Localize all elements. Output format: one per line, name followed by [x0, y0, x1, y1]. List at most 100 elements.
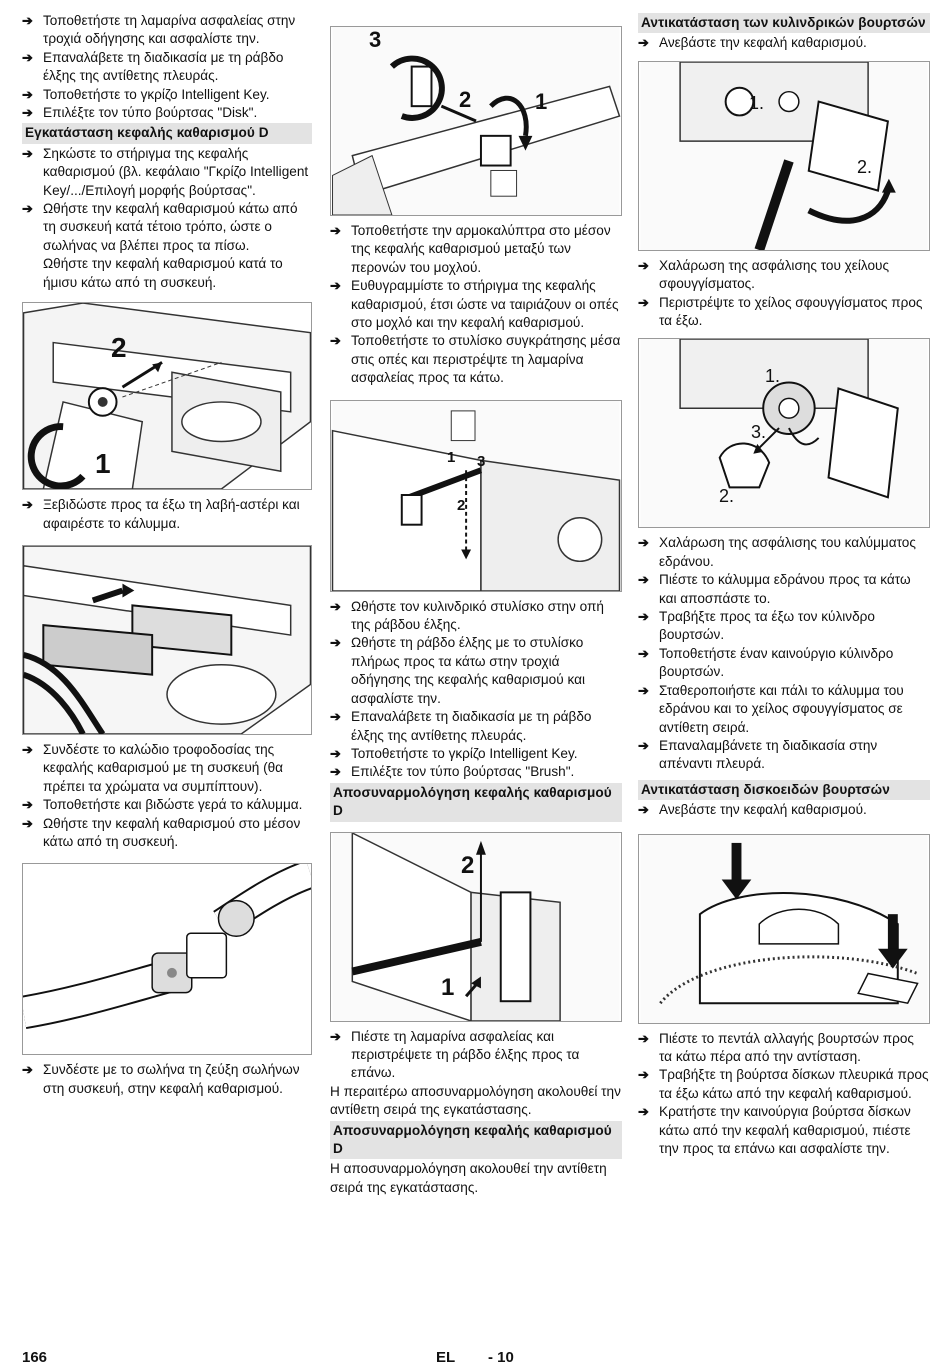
lever-seal-illustration [332, 27, 621, 215]
figure-label: 3 [369, 27, 382, 52]
figure-label: 1 [535, 89, 548, 114]
step-item: ➔Πιέστε το πεντάλ αλλαγής βουρτσών προς … [638, 1030, 930, 1067]
step-arrow-icon: ➔ [330, 223, 341, 238]
step-text: Ωθήστε την κεφαλή καθαρισμού στο μέσον κ… [43, 815, 301, 849]
step-continuation: Ωθήστε την κεφαλή καθαρισμού κατά το ήμι… [43, 256, 283, 290]
step-text: Τοποθετήστε και βιδώστε γερά το κάλυμμα. [43, 797, 303, 813]
step-item: ➔ Τοποθετήστε το γκρίζο Intelligent Key. [22, 86, 312, 104]
step-arrow-icon: ➔ [330, 333, 341, 349]
step-item: ➔Ωθήστε την κεφαλή καθαρισμού κάτω από τ… [22, 200, 312, 255]
step-arrow-icon: ➔ [330, 709, 341, 725]
step-text: Τοποθετήστε το γκρίζο Intelligent Key. [351, 745, 578, 761]
step-text: Τοποθετήστε την αρμοκαλύπτρα στο μέσον τ… [351, 223, 611, 275]
step-text: Ωθήστε την κεφαλή καθαρισμού κάτω από τη… [43, 201, 298, 253]
figure-label: 2. [857, 156, 873, 177]
step-arrow-icon: ➔ [22, 741, 33, 757]
section-heading: Αντικατάσταση των κυλινδρικών βουρτσών [638, 13, 930, 34]
step-item: ➔Ωθήστε τη ράβδο έλξης με το στυλίσκο πλ… [330, 634, 622, 708]
step-item: ➔Επιλέξτε τον τύπο βούρτσας "Brush". [330, 763, 622, 781]
step-item: ➔Σηκώστε το στήριγμα της κεφαλής καθαρισ… [22, 145, 312, 200]
step-arrow-icon: ➔ [638, 1067, 649, 1083]
column-1: ➔ Τοποθετήστε τη λαμαρίνα ασφαλείας στην … [22, 12, 312, 1098]
figure-lever-seal: 3 2 1 [330, 26, 622, 216]
step-list: ➔ Τοποθετήστε τη λαμαρίνα ασφαλείας στην … [22, 12, 312, 122]
step-list: ➔ Ανεβάστε την κεφαλή καθαρισμού. [638, 801, 930, 819]
page-number: 166 [22, 1349, 48, 1366]
step-text: Ευθυγραμμίστε το στήριγμα της κεφαλής κα… [351, 278, 619, 331]
step-item: ➔ Ανεβάστε την κεφαλή καθαρισμού. [638, 801, 930, 819]
step-text: Τοποθετήστε τη λαμαρίνα ασφαλείας στην τ… [43, 13, 296, 47]
figure-drawbar: 1 3 2 [330, 399, 622, 592]
squeegee-lip-illustration [640, 61, 928, 250]
step-arrow-icon: ➔ [22, 497, 33, 513]
figure-label: 1. [749, 92, 765, 113]
section-heading: Αντικατάσταση δισκοειδών βουρτσών [638, 779, 930, 801]
step-text: Χαλάρωση της ασφάλισης του καλύμματος εδ… [659, 535, 916, 569]
figure-label: 3 [477, 452, 486, 470]
step-arrow-icon: ➔ [638, 802, 649, 818]
figure-label: 2 [111, 332, 127, 364]
step-text: Ανεβάστε την κεφαλή καθαρισμού. [659, 802, 867, 818]
figure-drawbar-release: 2 1 [330, 831, 622, 1022]
step-text: Σηκώστε το στήριγμα της κεφαλής καθαρισμ… [43, 145, 309, 198]
step-text: Τραβήξτε τη βούρτσα δίσκων πλευρικά προς… [659, 1067, 929, 1101]
step-arrow-icon: ➔ [638, 535, 649, 551]
step-item: ➔ Τοποθετήστε τη λαμαρίνα ασφαλείας στην … [22, 12, 312, 49]
step-arrow-icon: ➔ [330, 278, 341, 294]
step-arrow-icon: ➔ [330, 745, 341, 761]
step-item: ➔ Ευθυγραμμίστε το στήριγμα της κεφαλής κ… [330, 277, 622, 332]
step-text: Ξεβιδώστε προς τα έξω τη λαβή-αστέρι και… [43, 497, 300, 531]
figure-label: 2 [459, 87, 472, 112]
step-text: Τοποθετήστε έναν καινούργιο κύλινδρο βου… [659, 645, 894, 680]
step-list: ➔Συνδέστε με το σωλήνα τη ζεύξη σωλήνων … [22, 1061, 312, 1098]
step-list: ➔ Χαλάρωση της ασφάλισης του καλύμματος ε… [638, 534, 930, 773]
step-item: ➔ Τραβήξτε τη βούρτσα δίσκων πλευρικά προ… [638, 1066, 930, 1103]
step-arrow-icon: ➔ [22, 815, 33, 831]
step-text: Τοποθετήστε το γκρίζο Intelligent Key. [43, 86, 270, 102]
step-arrow-icon: ➔ [638, 35, 649, 51]
step-list: ➔Χαλάρωση της ασφάλισης του χείλους σφου… [638, 257, 930, 331]
step-arrow-icon: ➔ [22, 49, 33, 65]
step-list: ➔Ανεβάστε την κεφαλή καθαρισμού. [638, 34, 930, 52]
figure-label: 2 [461, 851, 475, 879]
step-text: Επαναλαμβάνετε τη διαδικασία στην απέναν… [659, 737, 878, 772]
figure-star-knob: 2 1 [22, 302, 312, 491]
step-text: Συνδέστε το καλώδιο τροφοδοσίας της κεφα… [43, 741, 284, 794]
figure-label: 2. [719, 486, 735, 507]
step-item: ➔ Τοποθετήστε έναν καινούργιο κύλινδρο βο… [638, 645, 930, 682]
step-arrow-icon: ➔ [638, 609, 649, 625]
column-2: 3 2 1 ➔ Τοποθετήστε την αρμοκαλύπτρα στο … [330, 12, 622, 1197]
section-heading: Αποσυναρμολόγηση κεφαλής καθαρισμού D [330, 1120, 622, 1160]
step-arrow-icon: ➔ [638, 1030, 649, 1046]
step-text: Κρατήστε την καινούργια βούρτσα δίσκων κ… [659, 1104, 911, 1156]
step-item: ➔Τραβήξτε προς τα έξω τον κύλινδρο βουρτ… [638, 608, 930, 645]
step-arrow-icon: ➔ [22, 13, 33, 28]
step-item: ➔Χαλάρωση της ασφάλισης του χείλους σφου… [638, 257, 930, 294]
step-list: ➔ Ωθήστε τον κυλινδρικό στυλίσκο στην οπή… [330, 598, 622, 782]
step-item: ➔ Ξεβιδώστε προς τα έξω τη λαβή-αστέρι κα… [22, 496, 312, 533]
figure-label: 2 [457, 496, 466, 514]
step-list: ➔ Τοποθετήστε την αρμοκαλύπτρα στο μέσον … [330, 222, 622, 388]
step-text: Ωθήστε τον κυλινδρικό στυλίσκο στην οπή … [351, 598, 604, 633]
step-text: Τοποθετήστε το στυλίσκο συγκράτησης μέσα… [351, 333, 621, 386]
disk-brush-pedal-illustration [640, 834, 928, 1023]
step-item: ➔Ανεβάστε την κεφαλή καθαρισμού. [638, 34, 930, 52]
step-item: ➔Επιλέξτε τον τύπο βούρτσας "Disk". [22, 104, 312, 122]
step-item: ➔ Σταθεροποιήστε και πάλι το κάλυμμα του … [638, 682, 930, 737]
step-item: ➔Περιστρέψτε το χείλος σφουγγίσματος προ… [638, 294, 930, 331]
step-arrow-icon: ➔ [638, 682, 649, 698]
figure-label: 1 [447, 448, 456, 466]
step-item: ➔Επαναλαμβάνετε τη διαδικασία στην απένα… [638, 737, 930, 774]
step-arrow-icon: ➔ [638, 1104, 649, 1120]
step-list: ➔ Συνδέστε το καλώδιο τροφοδοσίας της κεφ… [22, 741, 312, 851]
star-knob-illustration [23, 303, 311, 490]
figure-squeegee-lip: 1. 2. [638, 60, 930, 251]
column-3: Αντικατάσταση των κυλινδρικών βουρτσών ➔… [638, 12, 930, 1158]
step-arrow-icon: ➔ [638, 645, 649, 661]
section-heading: Αποσυναρμολόγηση κεφαλής καθαρισμού D [330, 782, 622, 822]
step-arrow-icon: ➔ [22, 1062, 33, 1078]
step-arrow-icon: ➔ [638, 257, 649, 273]
step-arrow-icon: ➔ [22, 86, 33, 102]
step-text: Επαναλάβετε τη διαδικασία με τη ράβδο έλ… [351, 709, 592, 743]
step-text: Σταθεροποιήστε και πάλι το κάλυμμα του ε… [659, 682, 904, 735]
